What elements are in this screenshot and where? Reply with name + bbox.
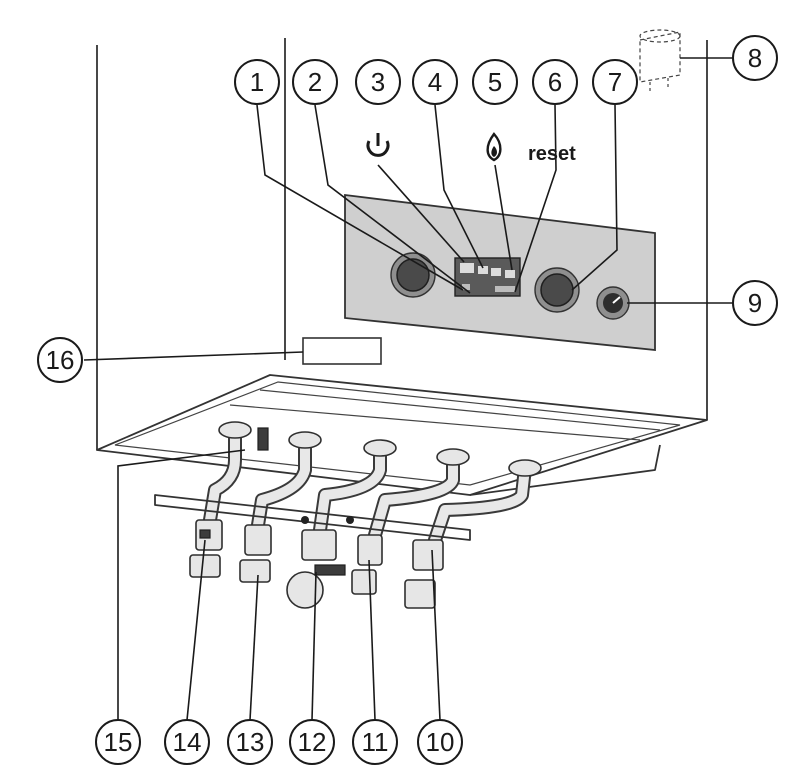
callout-3: 3 [355, 59, 401, 105]
svg-text:12: 12 [298, 727, 327, 757]
callout-13: 13 [227, 719, 273, 765]
svg-text:9: 9 [748, 288, 762, 318]
svg-text:15: 15 [104, 727, 133, 757]
svg-text:6: 6 [548, 67, 562, 97]
svg-text:3: 3 [371, 67, 385, 97]
boiler-casing [96, 38, 708, 496]
callout-15: 15 [95, 719, 141, 765]
reset-label: reset [528, 143, 576, 165]
flame-icon [486, 132, 502, 162]
valve-11[interactable] [351, 534, 383, 595]
svg-text:2: 2 [308, 67, 322, 97]
valve-13[interactable] [239, 524, 272, 583]
control-panel [344, 193, 656, 351]
flue-vent [639, 29, 681, 92]
callout-5: 5 [472, 59, 518, 105]
svg-text:16: 16 [46, 345, 75, 375]
svg-text:5: 5 [488, 67, 502, 97]
svg-text:10: 10 [426, 727, 455, 757]
label-plate [302, 337, 382, 365]
power-icon [366, 133, 390, 157]
svg-text:4: 4 [428, 67, 442, 97]
callout-6: 6 [532, 59, 578, 105]
svg-text:11: 11 [362, 727, 389, 757]
svg-text:1: 1 [250, 67, 264, 97]
callout-14: 14 [164, 719, 210, 765]
power-button-small[interactable] [460, 263, 474, 273]
callout-4: 4 [412, 59, 458, 105]
callout-12: 12 [289, 719, 335, 765]
callout-9: 9 [732, 280, 778, 326]
pipe-connections [154, 421, 542, 609]
callout-1: 1 [234, 59, 280, 105]
callout-8: 8 [732, 35, 778, 81]
svg-text:8: 8 [748, 43, 762, 73]
callout-16: 16 [37, 337, 83, 383]
leader-lines [83, 57, 733, 721]
svg-text:13: 13 [236, 727, 265, 757]
callout-10: 10 [417, 719, 463, 765]
valve-10[interactable] [404, 539, 444, 609]
svg-text:14: 14 [173, 727, 202, 757]
fill-valve[interactable] [257, 427, 269, 451]
valve-14[interactable] [189, 519, 223, 578]
svg-text:7: 7 [608, 67, 622, 97]
callout-7: 7 [592, 59, 638, 105]
valve-12[interactable] [286, 529, 346, 609]
callout-2: 2 [292, 59, 338, 105]
callout-11: 11 [352, 719, 398, 765]
